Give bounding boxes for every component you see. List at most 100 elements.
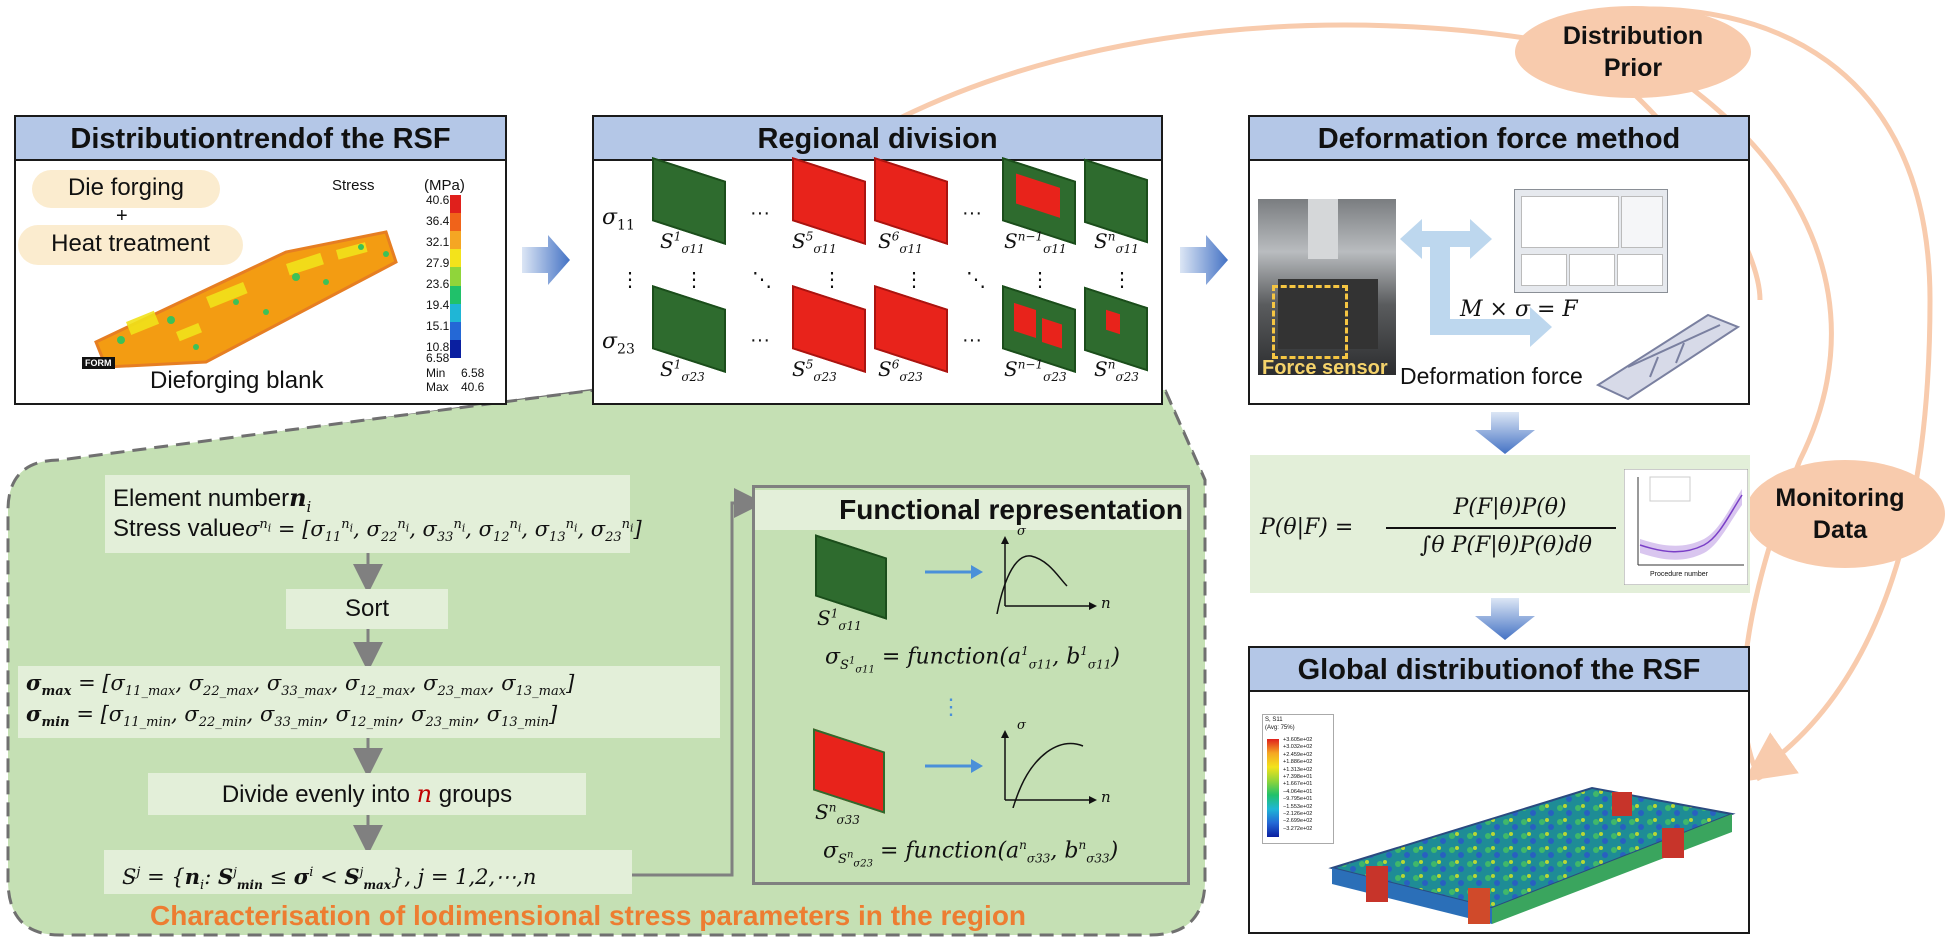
- row2-label: S5σ23: [792, 357, 837, 384]
- curve1-sigma: σ: [1017, 524, 1026, 539]
- plus-label: +: [116, 205, 128, 227]
- curve1-n: n: [1101, 594, 1111, 612]
- colorbar-seg: [450, 285, 461, 304]
- colorbar-tick: 23.6: [426, 277, 450, 291]
- element-box: Element numberni Stress valueσni = [σ11n…: [105, 475, 642, 553]
- min-label: Min: [426, 366, 446, 380]
- row2-label: Sn−1σ23: [1004, 357, 1067, 384]
- divide-n: n: [416, 780, 433, 808]
- colorbar-seg: [450, 303, 461, 322]
- bayes-fraction-bar: [1386, 527, 1616, 529]
- monitoring-data-label: Monitoring Data: [1775, 484, 1905, 544]
- heat-treatment-label: Heat treatment: [51, 230, 210, 257]
- bayes-box: P(θ|F) = P(F|θ)P(θ) ∫θ P(F|θ)P(θ)dθ Proc…: [1250, 455, 1750, 593]
- colorbar-seg: [450, 267, 461, 286]
- colorbar-seg: [450, 213, 461, 232]
- row1-ellipsis-1: ···: [750, 202, 770, 224]
- vdots: ⋮: [904, 269, 924, 291]
- matrix-equation: M × σ = F: [1460, 297, 1578, 322]
- colorbar-tick: 36.4: [426, 214, 450, 228]
- element-number: Element numberni: [113, 483, 312, 516]
- deformation-force-label: Deformation force: [1400, 363, 1583, 389]
- func-vdots: ⋮: [940, 694, 962, 719]
- machine-photo: [1258, 199, 1396, 375]
- func-label-2: Snσ33: [815, 800, 860, 827]
- arrow-down-1: [1475, 412, 1535, 454]
- mini-prediction-chart: [1624, 469, 1748, 585]
- contour-legend: S, S11 (Avg: 75%) +3.605e+02+3.032e+02 +…: [1262, 714, 1334, 844]
- unit-label: (MPa): [424, 177, 465, 194]
- monitoring-data-ellipse: [1745, 460, 1945, 568]
- arrow-down-2: [1475, 598, 1535, 640]
- arrow-right-1: [522, 235, 570, 285]
- sort-label: Sort: [344, 595, 389, 622]
- ddots: ⋱: [752, 269, 772, 291]
- colorbar-tick: 6.58: [426, 351, 450, 365]
- colorbar-seg: [450, 195, 461, 214]
- colorbar-tick: 10.8: [426, 340, 450, 354]
- colorbar-seg: [450, 231, 461, 250]
- curve2-sigma: σ: [1017, 718, 1026, 733]
- heat-treatment-pill: [18, 225, 243, 265]
- row2-label: S6σ23: [878, 357, 923, 384]
- stress-value: Stress valueσni = [σ11ni, σ22ni, σ33ni, …: [113, 515, 642, 546]
- legend-sub: (Avg: 75%): [1265, 725, 1295, 731]
- colorbar-tick: 19.4: [426, 298, 450, 312]
- distribution-prior-label: Distribution Prior: [1562, 22, 1704, 82]
- software-screenshot: [1514, 189, 1668, 293]
- frame-drawing: [1595, 313, 1741, 401]
- arrow-right-2: [1180, 235, 1228, 285]
- mini-chart-xlabel: Procedure number: [1650, 571, 1708, 578]
- curve-plot-2: [1001, 730, 1097, 808]
- bayes-numerator: P(F|θ)P(θ): [1453, 495, 1567, 520]
- vdots: ⋮: [822, 269, 842, 291]
- form-logo: FORM: [82, 357, 115, 369]
- func-label-1: S1σ11: [817, 606, 862, 633]
- max-value: 40.6: [461, 380, 485, 394]
- max-label: Max: [426, 380, 449, 394]
- blue-arrow-2: [925, 759, 983, 773]
- panel-distribution-trend-title: Distributiontrendof the RSF: [16, 117, 505, 161]
- dieforging-blank-caption: Dieforging blank: [150, 367, 324, 394]
- colorbar-seg: [450, 321, 461, 340]
- panel-deformation-force: Deformation force method Force sensor M …: [1248, 115, 1750, 405]
- sigma-min: σmin = [σ11_min, σ22_min, σ33_min, σ12_m…: [26, 701, 558, 731]
- func-equation-2: σSnσ23 = function(anσ33, bnσ33): [823, 838, 1119, 870]
- legend-title: S, S11: [1265, 717, 1283, 723]
- curve-plot-1: [996, 536, 1097, 614]
- bayes-lhs: P(θ|F) =: [1260, 515, 1354, 540]
- panel-regional-division: Regional division σ11 σ23 ··· ··· S1σ11 …: [592, 115, 1163, 405]
- row1-sigma: σ11: [602, 205, 635, 234]
- row1-label: Sn−1σ11: [1004, 229, 1067, 256]
- row1-label: S1σ11: [660, 229, 705, 256]
- row2-ellipsis-1: ···: [750, 329, 770, 351]
- prior-arc: [898, 22, 1539, 121]
- colorbar-tick: 32.1: [426, 235, 450, 249]
- row2-ellipsis-2: ···: [962, 329, 982, 351]
- sort-box: Sort: [286, 589, 448, 629]
- colorbar-seg: [450, 339, 461, 358]
- row2-label: S1σ23: [660, 357, 705, 384]
- panel-regional-division-title: Regional division: [594, 117, 1161, 161]
- divide-suffix: groups: [432, 781, 513, 808]
- force-sensor-label: Force sensor: [1262, 357, 1388, 379]
- die-forging-label: Die forging: [67, 174, 185, 201]
- min-value: 6.58: [461, 366, 485, 380]
- row1-label: S5σ11: [792, 229, 837, 256]
- sigma-range-box: σmax = [σ11_max, σ22_max, σ33_max, σ12_m…: [18, 666, 720, 738]
- stress-label: Stress: [332, 177, 375, 194]
- divide-prefix: Divide evenly into: [221, 781, 417, 808]
- force-sensor-highlight: [1272, 285, 1348, 359]
- row1-ellipsis-2: ···: [962, 202, 982, 224]
- colorbar-seg: [450, 249, 461, 268]
- row1-label: S6σ11: [878, 229, 923, 256]
- die-forging-pill: [32, 170, 220, 208]
- row1-label: Snσ11: [1094, 229, 1139, 256]
- func-equation-1: σS1σ11 = function(a1σ11, b1σ11): [825, 644, 1120, 676]
- vdots: ⋮: [1112, 269, 1132, 291]
- bayes-denominator: ∫θ P(F|θ)P(θ)dθ: [1419, 533, 1593, 558]
- set-definition-box: Sj = {ni: Sjmin ≤ σi < Sjmax}, j = 1,2,⋯…: [104, 850, 632, 894]
- functional-panel: Functional representation S1σ11 σ n σS1σ…: [752, 485, 1190, 885]
- colorbar-tick: 27.9: [426, 256, 450, 270]
- colorbar-tick: 40.6: [426, 193, 450, 207]
